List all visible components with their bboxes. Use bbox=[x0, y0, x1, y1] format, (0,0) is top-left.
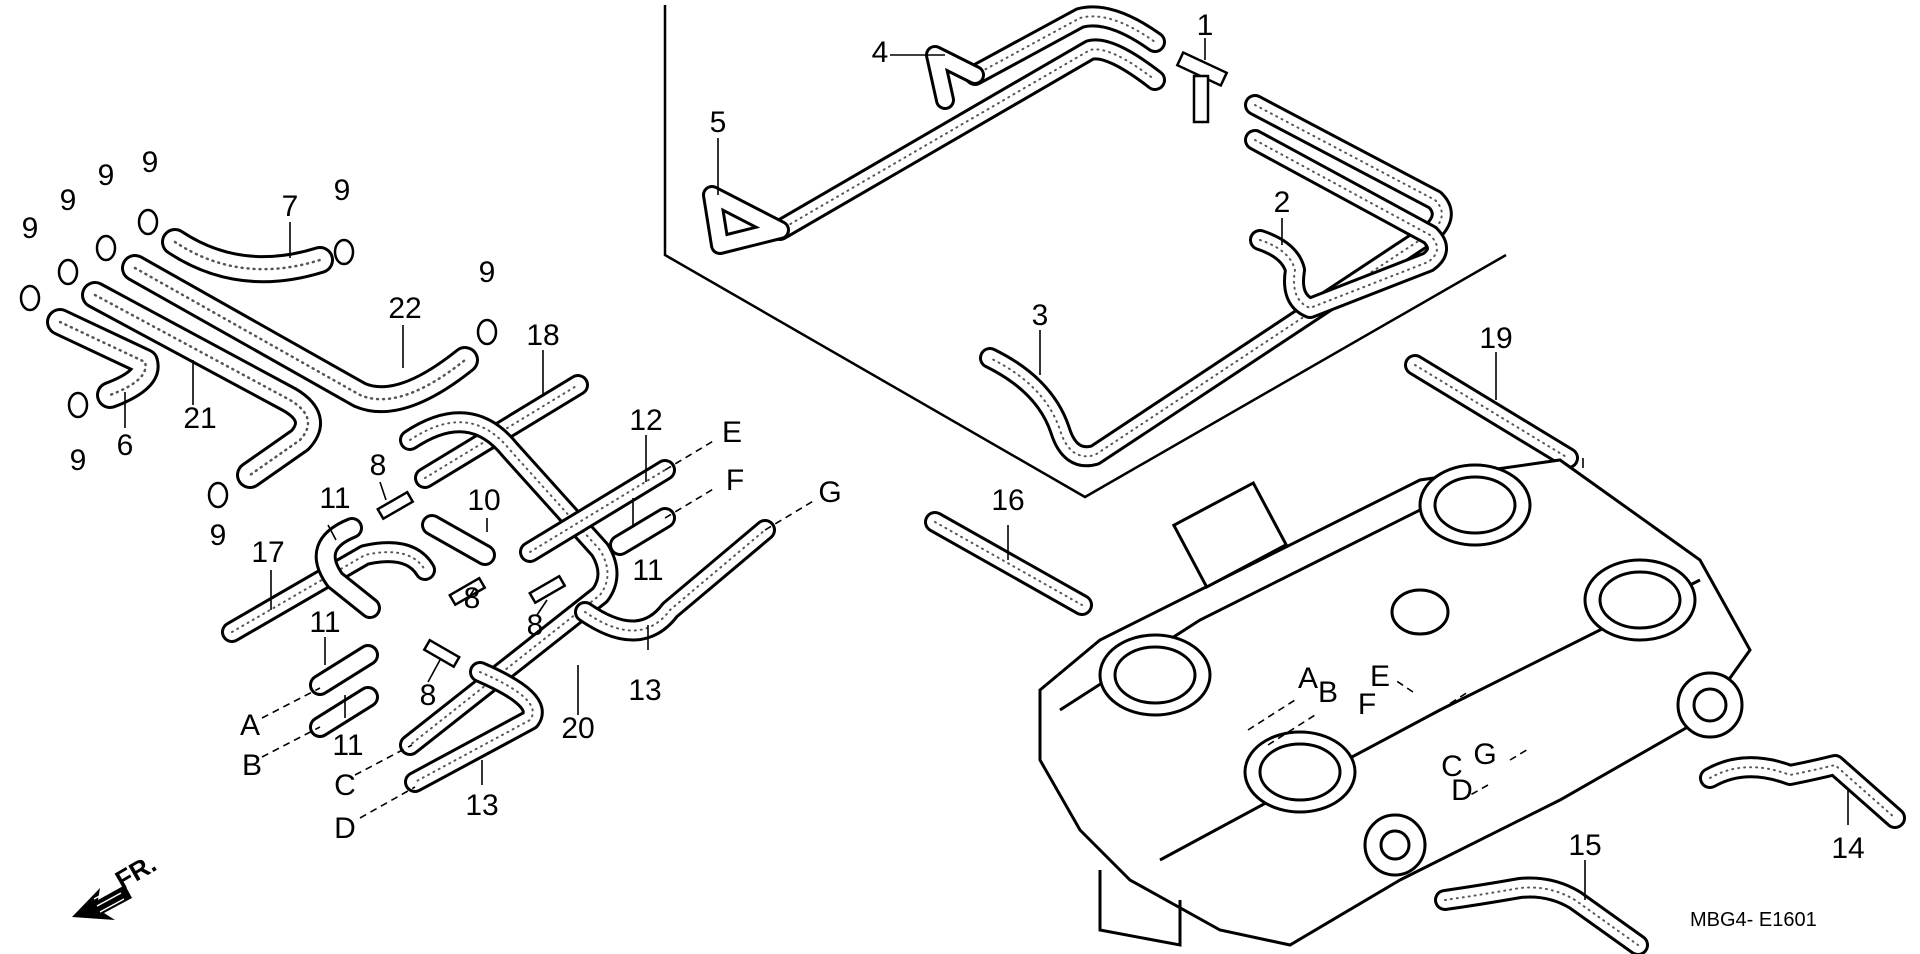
hose-4 bbox=[925, 45, 985, 110]
hose-16 bbox=[924, 511, 1093, 616]
hose-13-upper bbox=[574, 519, 776, 642]
clips-9 bbox=[19, 208, 498, 509]
label-part-20: 20 bbox=[561, 712, 594, 745]
hose-5 bbox=[702, 185, 790, 255]
label-conn-E-left: E bbox=[722, 416, 742, 449]
hose-19 bbox=[1404, 354, 1579, 469]
label-part-22: 22 bbox=[388, 292, 421, 325]
label-part-9-a: 9 bbox=[22, 212, 39, 245]
label-conn-C-right: C bbox=[1441, 750, 1463, 783]
hose-4-5-loop bbox=[769, 5, 1166, 241]
label-part-4: 4 bbox=[872, 36, 889, 69]
label-part-15: 15 bbox=[1568, 829, 1601, 862]
label-part-8-a: 8 bbox=[370, 449, 387, 482]
label-part-9-e: 9 bbox=[334, 174, 351, 207]
label-part-7: 7 bbox=[282, 190, 299, 223]
label-part-1: 1 bbox=[1197, 9, 1214, 42]
hose-12 bbox=[519, 459, 676, 563]
label-conn-A-right: A bbox=[1298, 662, 1318, 695]
label-part-13-b: 13 bbox=[465, 789, 498, 822]
hose-11-curved bbox=[314, 517, 381, 619]
label-part-3: 3 bbox=[1032, 299, 1049, 332]
label-part-17: 17 bbox=[251, 536, 284, 569]
label-part-9-c: 9 bbox=[98, 159, 115, 192]
connection-arrows bbox=[261, 439, 1531, 819]
label-conn-A-left: A bbox=[240, 709, 260, 742]
label-part-9-g: 9 bbox=[70, 444, 87, 477]
label-part-8-b: 8 bbox=[464, 582, 481, 615]
label-part-6: 6 bbox=[117, 429, 134, 462]
hose-22 bbox=[121, 254, 479, 414]
hose-10 bbox=[421, 514, 496, 566]
label-part-18: 18 bbox=[526, 319, 559, 352]
leader-lines bbox=[124, 38, 1849, 900]
hose-17 bbox=[221, 541, 436, 643]
label-part-10: 10 bbox=[467, 484, 500, 517]
t-joint-1 bbox=[1175, 50, 1229, 124]
label-part-11-a: 11 bbox=[319, 482, 350, 515]
throttle-body-assembly bbox=[1038, 458, 1752, 947]
label-part-12: 12 bbox=[629, 404, 662, 437]
label-conn-G-left: G bbox=[818, 476, 841, 509]
hose-2-3-frame bbox=[979, 94, 1453, 468]
label-conn-D-right: D bbox=[1451, 774, 1473, 807]
group-box-outline bbox=[663, 5, 1507, 499]
t-joints-8 bbox=[376, 490, 567, 669]
label-part-2: 2 bbox=[1274, 186, 1291, 219]
label-conn-F-left: F bbox=[726, 464, 744, 497]
front-direction-arrow: FR. bbox=[72, 848, 161, 920]
diagram-code: MBG4- E1601 bbox=[1690, 909, 1817, 931]
label-part-9-f: 9 bbox=[479, 256, 496, 289]
label-part-11-b: 11 bbox=[632, 554, 663, 587]
part-labels: 1 2 3 4 5 6 7 8 8 8 8 9 9 9 9 9 9 9 9 10… bbox=[22, 9, 1865, 865]
hose-11-lower-a bbox=[309, 644, 379, 696]
hose-7 bbox=[161, 228, 334, 284]
label-conn-D-left: D bbox=[334, 812, 356, 845]
hose-13-lower bbox=[404, 661, 544, 793]
label-conn-G-right: G bbox=[1473, 738, 1496, 771]
label-part-9-b: 9 bbox=[60, 184, 77, 217]
hose-21 bbox=[81, 281, 322, 489]
label-part-9-d: 9 bbox=[142, 146, 159, 179]
label-part-11-c: 11 bbox=[309, 606, 340, 639]
hose-15 bbox=[1434, 876, 1649, 954]
label-conn-F-right: F bbox=[1358, 688, 1376, 721]
label-part-11-d: 11 bbox=[332, 729, 363, 762]
hose-11-lower-b bbox=[309, 686, 379, 738]
label-part-16: 16 bbox=[991, 484, 1024, 517]
label-part-8-d: 8 bbox=[420, 679, 437, 712]
front-label: FR. bbox=[110, 848, 161, 895]
hose-14 bbox=[1699, 754, 1906, 829]
hose-11-right bbox=[609, 507, 676, 556]
label-part-21: 21 bbox=[183, 402, 216, 435]
label-conn-B-right: B bbox=[1318, 676, 1338, 709]
label-part-19: 19 bbox=[1479, 322, 1512, 355]
label-part-14: 14 bbox=[1831, 832, 1864, 865]
label-conn-B-left: B bbox=[242, 749, 262, 782]
label-conn-E-right: E bbox=[1370, 660, 1390, 693]
hose-20 bbox=[399, 411, 619, 756]
label-part-8-c: 8 bbox=[527, 609, 544, 642]
label-part-9-h: 9 bbox=[210, 519, 227, 552]
label-conn-C-left: C bbox=[334, 769, 356, 802]
connection-labels: A B C D E F G A B C D E F G bbox=[240, 416, 1497, 845]
hose-6 bbox=[46, 308, 160, 409]
label-part-13-a: 13 bbox=[628, 674, 661, 707]
label-part-5: 5 bbox=[710, 106, 727, 139]
